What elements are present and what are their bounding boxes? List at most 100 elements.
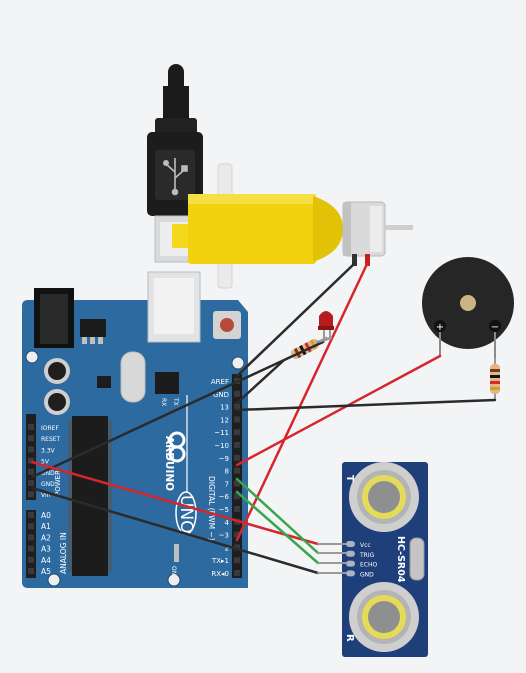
analog-pin-label: A0 [41,511,51,520]
power-pin-label: GND [41,470,55,477]
power-header-pin[interactable] [28,435,34,442]
resistor-buzzer [490,358,500,400]
arduino-pin-labels: AREFGND1312~11~10~987~6~54~32TX▸1RX◂0IOR… [28,378,240,578]
power-header-pin[interactable] [28,468,34,475]
power-pin-label: IOREF [41,425,59,432]
wires [30,262,497,575]
digital-pin-label: ~11 [214,429,229,437]
digital-pin-label: AREF [211,378,229,386]
sensor-pin-label: Vcc [360,542,371,549]
sensor-pin[interactable] [346,560,355,567]
power-header-pin[interactable] [28,446,34,453]
buzzer-minus-label: − [491,322,499,333]
digital-pin-label: ~10 [214,442,229,450]
wire-motor-red [235,262,369,542]
digital-header-pin[interactable] [234,416,240,423]
sensor-pin[interactable] [346,550,355,557]
analog-pin-label: A1 [41,522,51,531]
piezo-buzzer: + − [422,257,514,360]
arduino-model-label: UNO [176,495,196,534]
digital-pin-label: ~6 [219,493,230,501]
analog-header-pin[interactable] [28,568,34,574]
wire-led-resistor [315,336,333,344]
digital-header-pin[interactable] [234,454,240,461]
sensor-pin[interactable] [346,570,355,577]
sensor-pin-label: GND [360,571,374,578]
sensor-pin-dots [346,541,355,577]
on-led-label: ON [170,566,177,575]
digital-pin-label: RX◂0 [211,570,229,578]
power-header-pin[interactable] [28,480,34,486]
analog-pin-label: A3 [41,545,51,554]
digital-header-pin[interactable] [234,531,240,538]
digital-pin-label: ~9 [219,455,229,463]
sensor-pin-label: ECHO [360,562,377,569]
digital-header-pin[interactable] [234,429,240,436]
wire-buzzer-gnd [235,398,497,412]
wire-trig [235,477,320,555]
analog-pin-label: A2 [41,533,51,542]
digital-header-pin[interactable] [234,390,240,397]
wire-motor-black [235,262,356,378]
power-header-pin[interactable] [28,424,34,430]
digital-pin-label: GND [213,391,229,399]
analog-header-label: ANALOG IN [59,532,68,574]
arduino-infinity-logo-icon [168,431,186,463]
digital-header-pin[interactable] [234,403,240,410]
sensor-header-pins [317,543,347,574]
digital-header-pin[interactable] [234,480,240,487]
power-pin-label: 3.3V [41,447,56,454]
analog-header-pin[interactable] [28,534,34,541]
dc-gear-motor [172,163,413,289]
power-pin-label: GND [41,481,55,488]
digital-pin-label: ~3 [219,532,229,540]
digital-pin-label: 13 [220,404,229,412]
digital-pin-label: 2 [225,544,229,552]
power-header-pin[interactable] [28,491,34,498]
sensor-receive-label: R [344,634,355,642]
wire-buzzer-red [235,354,442,467]
buzzer-plus-label: + [436,322,444,333]
digital-header-pin[interactable] [234,557,240,564]
digital-header-label: DIGITAL (PWM ~) [207,476,216,541]
digital-header-pin[interactable] [234,442,240,448]
digital-pin-label: ~5 [219,506,229,514]
sensor-model-label: HC-SR04 [395,536,406,583]
red-led [318,311,334,342]
power-pin-label: RESET [41,436,61,443]
analog-header-pin[interactable] [28,556,34,563]
wire-resistor-to-pin [235,359,285,405]
digital-header-pin[interactable] [234,544,240,551]
wire-gnd-sensor [30,486,320,575]
power-pin-label: 5V [41,459,50,466]
digital-pin-label: 4 [225,519,230,527]
usb-icon [163,158,188,196]
analog-header-pin[interactable] [28,512,34,518]
sensor-pin[interactable] [346,541,355,547]
analog-header-pin[interactable] [28,523,34,530]
digital-header-pin[interactable] [234,570,240,576]
analog-pin-label: A5 [41,567,51,576]
power-pin-label: Vin [41,492,51,499]
arduino-board: AREFGND1312~11~10~987~6~54~32TX▸1RX◂0IOR… [22,271,248,588]
digital-header-pin[interactable] [234,467,240,474]
sensor-pin-label: TRIG [359,552,375,559]
sensor-transmit-label: T [344,475,355,482]
power-header-pin[interactable] [28,457,34,464]
power-header-label: POWER [54,470,62,496]
digital-header-pin[interactable] [234,493,240,500]
rx-led-label: RX [160,398,167,406]
digital-pin-label: 8 [225,468,229,476]
wire-5v-vcc [30,460,320,546]
analog-header-pin[interactable] [28,545,34,552]
digital-pin-label: 12 [220,416,229,424]
wire-echo [235,490,320,565]
tx-led-label: TX [172,397,179,406]
digital-header-pin[interactable] [234,506,240,512]
wire-led-black [30,340,325,479]
analog-pin-label: A4 [41,556,51,565]
